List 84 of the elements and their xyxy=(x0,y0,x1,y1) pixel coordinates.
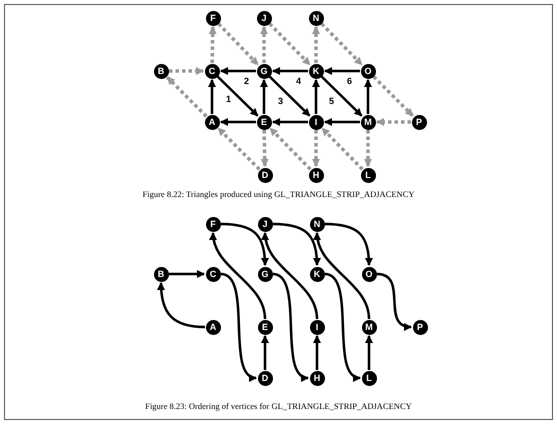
vertex-letter: F xyxy=(210,14,216,22)
dashed-arrow xyxy=(312,130,320,167)
arrow xyxy=(272,118,308,126)
vertex-letter: B xyxy=(158,270,164,278)
vertex-letter: N xyxy=(312,14,320,22)
figure-caption: Figure 8.23: Ordering of vertices for GL_TRIANGLE_STRIP_ADJACENCY xyxy=(144,402,413,410)
arrow xyxy=(313,335,321,370)
vertex-letter: P xyxy=(416,322,423,332)
arrow xyxy=(268,76,310,117)
arrow xyxy=(324,222,373,266)
vertex-letter: H xyxy=(314,374,320,382)
arrow xyxy=(320,76,362,117)
arrow xyxy=(314,232,370,320)
dashed-arrow xyxy=(260,130,269,167)
triangle-number: 3 xyxy=(278,97,284,106)
vertex-letter: L xyxy=(365,170,371,180)
dashed-arrow xyxy=(364,130,372,167)
vertex-letter: P xyxy=(416,118,422,126)
vertex-letter: G xyxy=(261,270,268,278)
dashed-arrow xyxy=(217,127,261,171)
arrow xyxy=(260,79,268,114)
vertex-letter: O xyxy=(365,270,372,278)
arrow xyxy=(324,272,361,380)
vertex-letter: L xyxy=(366,374,372,382)
triangle-number: 2 xyxy=(244,77,250,86)
arrow xyxy=(272,222,321,266)
vertex-letter: I xyxy=(316,322,318,332)
vertex-letter: J xyxy=(261,14,266,22)
arrow xyxy=(324,67,360,75)
vertex-letter: A xyxy=(210,322,216,332)
dashed-arrow xyxy=(268,22,311,66)
arrow xyxy=(157,282,206,328)
vertex-letter: B xyxy=(158,66,164,76)
arrow xyxy=(272,272,309,380)
dashed-arrow xyxy=(260,26,268,63)
vertex-letter: H xyxy=(312,170,320,180)
arrow xyxy=(261,335,269,370)
vertex-letter: G xyxy=(260,66,268,76)
vertex-letter: E xyxy=(260,118,267,126)
dashed-arrow xyxy=(372,75,414,117)
dashed-arrow xyxy=(320,22,363,66)
vertex-letter: F xyxy=(210,220,216,228)
dashed-arrow xyxy=(217,22,260,66)
arrow xyxy=(210,232,266,320)
arrow xyxy=(262,232,318,320)
triangle-number: 6 xyxy=(347,77,352,86)
vertex-letter: J xyxy=(262,220,268,228)
arrow xyxy=(312,79,320,114)
dashed-arrow xyxy=(269,127,312,171)
dashed-arrow xyxy=(169,67,204,75)
vertex-letter: A xyxy=(208,118,216,126)
dashed-arrow xyxy=(321,127,364,171)
dashed-arrow xyxy=(376,118,411,126)
vertex-letter: E xyxy=(262,322,268,332)
arrow xyxy=(376,272,412,330)
dashed-arrow xyxy=(166,76,208,118)
arrow xyxy=(220,118,256,126)
vertex-letter: C xyxy=(210,270,216,278)
triangle-number: 4 xyxy=(296,77,302,86)
dashed-arrow xyxy=(312,26,320,63)
arrow xyxy=(220,272,257,380)
vertex-letter: N xyxy=(314,220,320,228)
vertex-letter: I xyxy=(314,118,318,126)
vertex-letter: D xyxy=(262,170,268,180)
arrow xyxy=(324,118,360,126)
arrow xyxy=(208,79,216,114)
arrow xyxy=(220,222,269,266)
arrow xyxy=(364,79,372,114)
arrow xyxy=(365,335,373,370)
dashed-arrow xyxy=(208,26,217,64)
triangle-number: 5 xyxy=(329,97,334,106)
vertex-letter: M xyxy=(365,322,373,332)
arrow xyxy=(220,67,256,75)
vertex-letter: O xyxy=(364,66,372,76)
triangle-number: 1 xyxy=(226,95,232,104)
arrow xyxy=(272,67,308,75)
figure-caption: Figure 8.22: Triangles produced using GL_TRIANGLE_STRIP_ADJACENCY xyxy=(142,190,416,198)
arrow xyxy=(216,76,258,117)
vertex-letter: C xyxy=(208,66,216,76)
vertex-letter: D xyxy=(262,374,268,382)
vertex-letter: K xyxy=(312,66,320,76)
vertex-letter: M xyxy=(364,118,372,126)
vertex-letter: K xyxy=(314,270,320,278)
arrow xyxy=(169,270,205,278)
